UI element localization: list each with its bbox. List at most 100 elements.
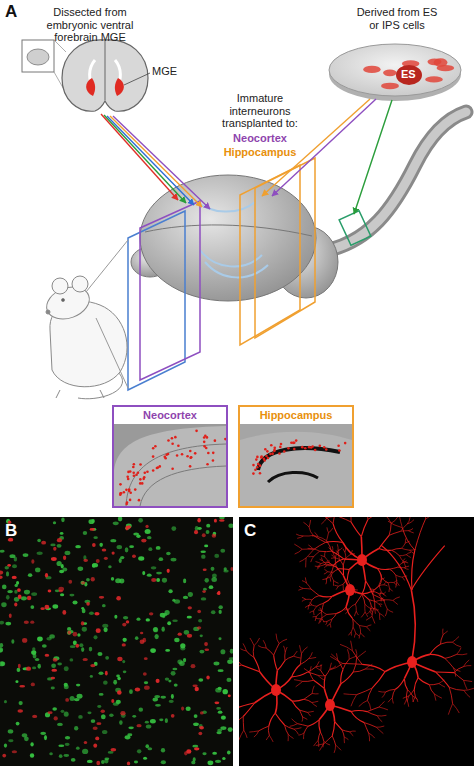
dendrite [312,605,317,606]
dendrite [317,564,321,568]
green-cell [183,658,186,662]
green-cell [114,615,117,619]
green-cell [137,749,141,753]
green-cell [37,551,43,554]
green-cell [211,567,215,571]
dendrite [353,658,356,672]
dendrite [364,604,365,612]
panel-letter: C [244,521,256,541]
dendrite [359,625,360,633]
green-cell [218,669,224,672]
green-cell [159,719,163,722]
green-cell [21,596,27,600]
dendrite [312,693,318,694]
dendrite [415,519,426,550]
dendrite [442,629,443,635]
cell-dot [177,444,180,447]
green-cell [151,566,157,569]
dendrite [288,734,293,738]
green-cell [127,733,132,736]
dendrite [402,528,415,550]
green-cell [216,707,221,710]
dendrite [445,658,453,667]
dendrite [394,581,397,583]
dendrite [436,671,454,673]
dendrite [338,550,340,554]
cell-dot [126,501,129,504]
green-cell [75,545,81,548]
green-cell [163,613,168,616]
dendrite [362,594,369,600]
red-cell [191,664,196,668]
cell-dot [255,458,258,461]
green-cell [99,671,104,675]
cell-dot [132,471,135,474]
cell-dot [279,446,282,449]
region-label: MGE [152,65,177,78]
dendrite [449,687,452,703]
dendrite [350,553,355,555]
green-cell [211,610,216,614]
dendrite [429,684,439,685]
dendrite [338,660,343,670]
red-cell [111,699,114,703]
dendrite [361,633,365,637]
dendrite [404,699,406,704]
dendrite [344,737,348,740]
dendrite [368,733,370,741]
dendrite [284,652,285,660]
green-cell [144,681,148,684]
dendrite [332,555,335,558]
green-cell [206,524,210,528]
petri-dish [329,44,461,101]
green-cell [223,569,228,572]
dendrite [269,713,276,726]
green-cell [171,671,176,676]
red-cell [112,551,115,554]
dendrite [303,522,309,527]
red-cell [96,559,100,563]
dendrite [337,544,339,550]
green-cell [165,718,168,723]
dendrite [299,558,306,562]
green-cell [183,579,186,584]
green-cell [57,544,62,548]
cell-dot [143,476,146,479]
green-cell [201,554,205,558]
green-cell [74,726,78,730]
dendrite [365,604,370,608]
dendrite [379,701,385,707]
dendrite [339,568,350,570]
dendrite [343,584,344,589]
dendrite [307,667,316,672]
dendrite [254,638,260,646]
dendrite [321,562,328,563]
green-cell [145,529,151,534]
green-cell [209,585,214,589]
dendrite [402,577,405,580]
green-cell [199,650,204,654]
dendrite [381,600,385,602]
dendrite [319,596,332,597]
dendrite [368,517,378,519]
dendrite [303,717,308,719]
dendrite [464,680,467,689]
green-cell [93,536,97,539]
red-cell [202,590,206,593]
red-cell [204,642,208,646]
green-cell [203,588,207,591]
green-cell [61,710,65,713]
dendrite [391,517,398,523]
dendrite [259,726,269,731]
red-cell [214,701,219,704]
cell-dot [176,454,179,457]
dendrite [381,574,382,580]
green-cell [58,744,64,747]
dendrite [311,556,314,562]
dendrite [327,517,338,518]
arrow [101,114,178,200]
red-cell [99,596,104,599]
red-cell [31,559,34,563]
cell-dot [260,455,263,458]
